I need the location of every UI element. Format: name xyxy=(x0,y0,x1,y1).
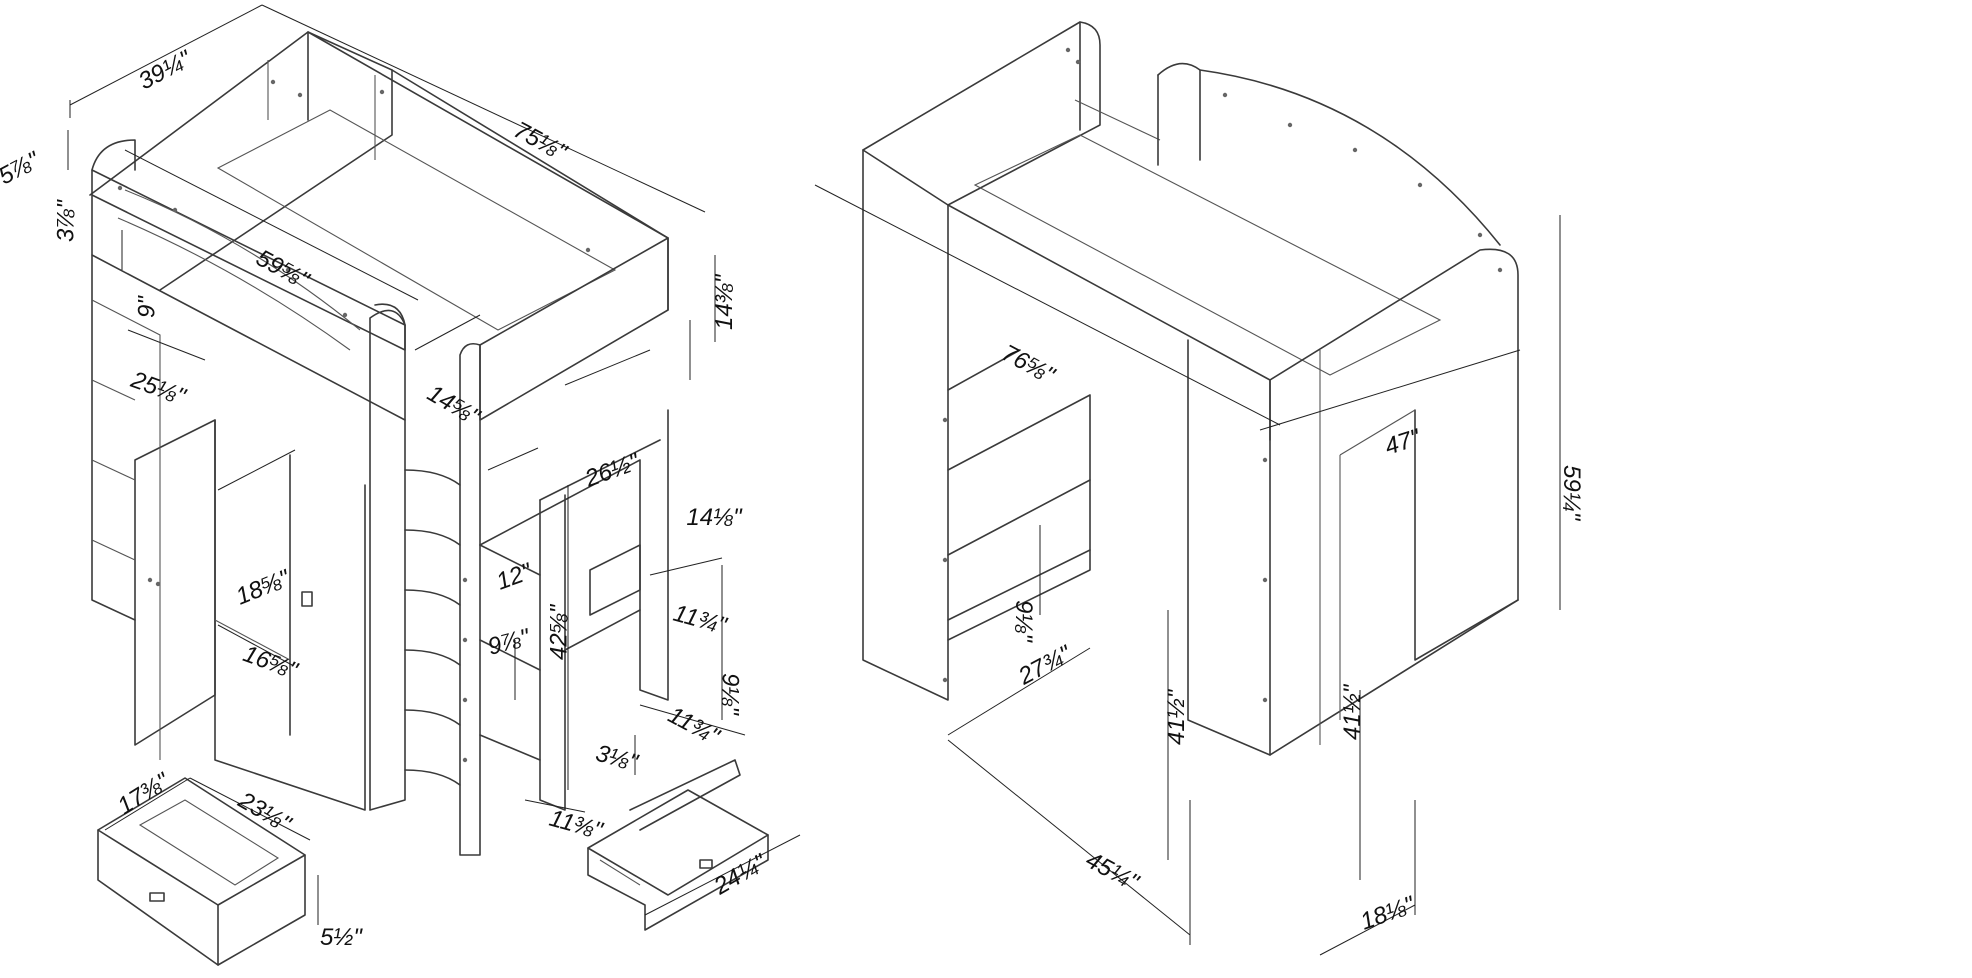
ladder xyxy=(404,469,461,786)
under-shelves xyxy=(947,349,1021,391)
left-end-panel xyxy=(862,21,1101,701)
right-wardrobe xyxy=(1187,339,1271,756)
dim-under-bed-clearance: 41½" xyxy=(1163,688,1190,745)
dim-floor-length: 45¼" xyxy=(1081,846,1144,896)
front-guard-rail xyxy=(91,169,406,351)
left-dimension-lines xyxy=(67,4,801,925)
desk-shelf xyxy=(589,544,641,616)
right-end-panel xyxy=(479,237,669,421)
dim-post-offset: 5⅞" xyxy=(0,146,45,190)
dim-shelf-width: 12" xyxy=(493,558,537,596)
dim-desk-clearance: 14⅛" xyxy=(686,504,743,531)
dim-desk-drawer-width: 11⅜" xyxy=(546,805,606,845)
desk-drawer xyxy=(587,759,769,931)
left-isometric-view xyxy=(67,4,801,966)
hardware-holes xyxy=(117,79,591,763)
dim-wardrobe-inner-depth: 16⅝" xyxy=(240,640,303,685)
dim-shelf-height: 9⅞" xyxy=(485,623,534,660)
headboard-arc xyxy=(1157,62,1501,246)
dim-ladder-width: 14⅝" xyxy=(423,380,486,432)
right-isometric-view xyxy=(814,21,1561,956)
dim-total-width: 47" xyxy=(1382,424,1425,461)
front-rail-long xyxy=(947,204,1271,441)
dim-shelf-unit-width: 27¾" xyxy=(1013,640,1077,691)
desk-frame xyxy=(479,409,669,701)
dim-length: 75⅛" xyxy=(509,116,572,166)
dim-desk-shelf-height: 9⅛" xyxy=(716,673,743,716)
top-rail xyxy=(391,69,669,239)
dim-drawer-length: 23⅛" xyxy=(233,786,296,838)
dim-desk-height: 42⅝" xyxy=(545,603,572,660)
dim-wardrobe-depth: 25⅛" xyxy=(127,366,190,411)
dim-drawer-width: 17⅜" xyxy=(113,767,175,820)
dim-desk-drawer-length: 24¼" xyxy=(709,848,772,900)
dim-total-height: 59¼" xyxy=(1558,465,1585,522)
bed-platform xyxy=(973,134,1442,376)
front-left-post xyxy=(91,139,136,171)
dim-width: 39¼" xyxy=(134,45,197,95)
dimension-labels: 39¼" 75⅛" 5⅞" 3⅞" 59⅝" 9" 25⅛" 14⅝" 14⅜"… xyxy=(0,45,1585,951)
dim-rail-height: 3⅞" xyxy=(53,199,80,242)
dim-desk-drawer-depth: 11¾" xyxy=(664,701,725,751)
dim-shelf-spacing: 9⅛" xyxy=(1010,600,1037,643)
dim-wardrobe-height: 41½" xyxy=(1339,683,1366,740)
dim-total-length: 76⅝" xyxy=(997,339,1060,389)
dim-desk-shelf-depth: 11¾" xyxy=(670,600,730,640)
wardrobe-body xyxy=(91,254,136,621)
mattress-platform xyxy=(216,109,617,331)
wardrobe-handle xyxy=(301,591,313,607)
dim-wardrobe-width: 18⅝" xyxy=(232,564,295,610)
wardrobe-door-open xyxy=(134,419,216,746)
dim-desk-depth: 26½" xyxy=(581,448,644,493)
dim-desk-hutch-height: 14⅜" xyxy=(711,273,738,330)
dim-guard-gap: 9" xyxy=(133,295,160,318)
right-hardware-holes xyxy=(942,47,1503,703)
dim-guard-length: 59⅝" xyxy=(252,244,315,294)
right-end-panel-2 xyxy=(1269,248,1519,756)
right-dimension-lines xyxy=(814,184,1561,956)
desk-top xyxy=(539,439,661,501)
wardrobe-drawer xyxy=(97,777,306,966)
dim-desk-drawer-height: 3⅛" xyxy=(593,740,642,777)
dim-end-depth: 18⅛" xyxy=(1357,891,1420,936)
dim-drawer-height: 5½" xyxy=(320,924,363,951)
